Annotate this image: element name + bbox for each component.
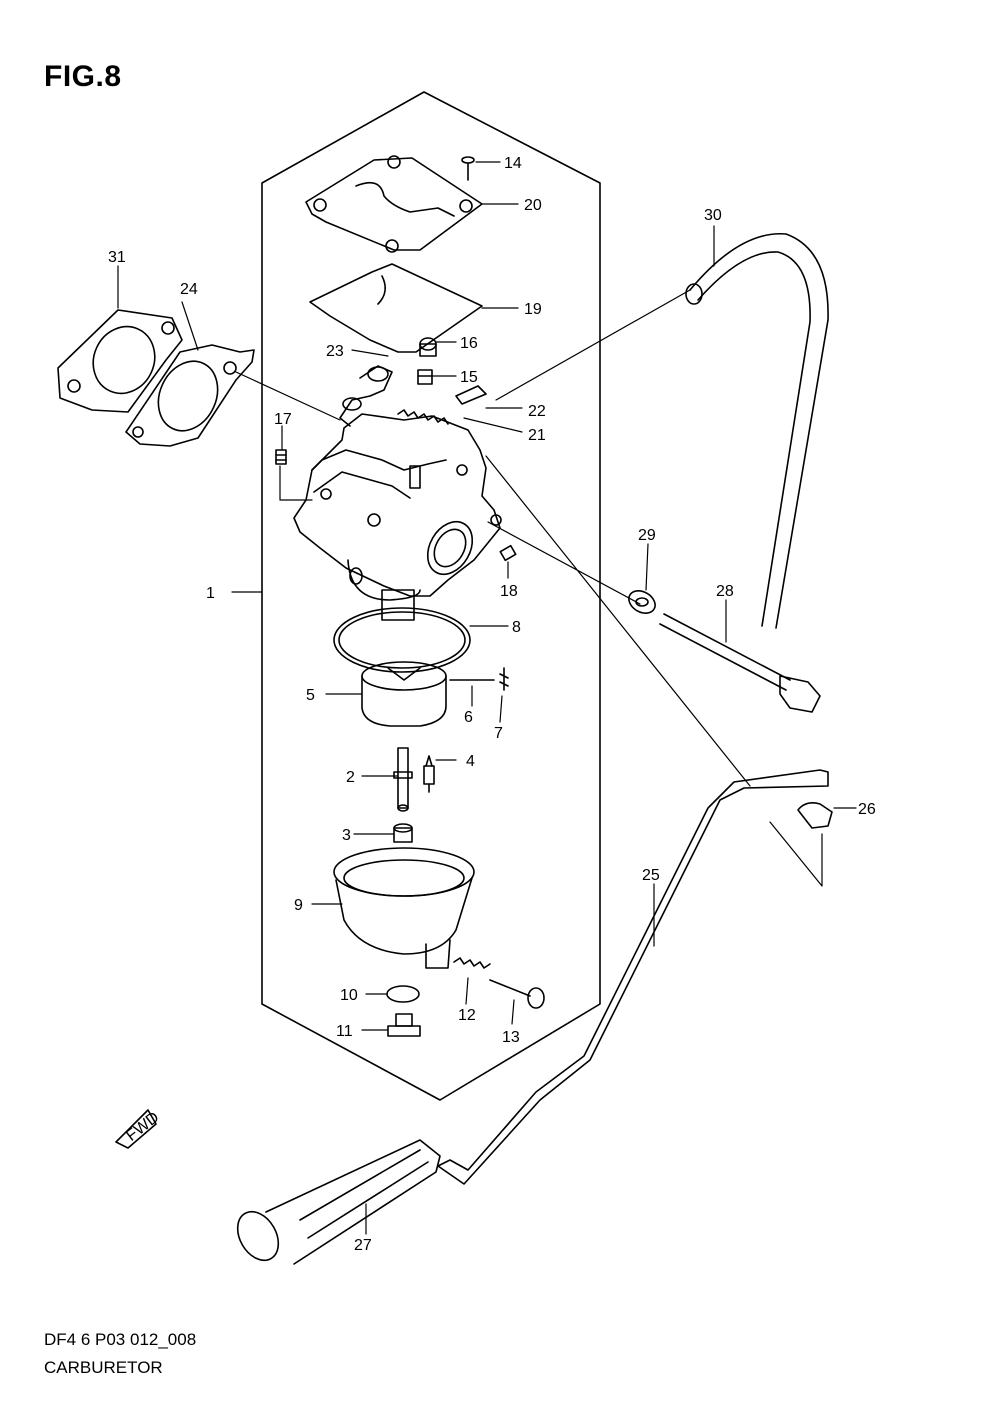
- drain-screw-13-drawing: [489, 979, 545, 1009]
- washer-29-drawing: [628, 590, 656, 614]
- pilot-screw-22-drawing: [455, 385, 487, 405]
- diagram-name: CARBURETOR: [44, 1358, 163, 1377]
- screw-14-drawing: [461, 156, 475, 181]
- callout-15: 15: [460, 369, 478, 386]
- jet-18-drawing: [499, 544, 517, 562]
- jet-17-drawing: [275, 449, 287, 465]
- clip-26-drawing: [797, 802, 833, 829]
- carburetor-body-1-drawing: [293, 413, 502, 621]
- needle-valve-4-drawing: [423, 755, 435, 793]
- callout-12: 12: [458, 1007, 476, 1024]
- callout-6: 6: [464, 709, 473, 726]
- callout-24: 24: [180, 281, 198, 298]
- callout-26: 26: [858, 801, 876, 818]
- callout-18: 18: [500, 583, 518, 600]
- callout-10: 10: [340, 987, 358, 1004]
- callout-2: 2: [346, 769, 355, 786]
- float-chamber-9-drawing: [333, 847, 475, 969]
- callout-23: 23: [326, 343, 344, 360]
- fwd-arrow-icon: FWD: [115, 1109, 162, 1149]
- main-nozzle-2-drawing: [393, 747, 413, 812]
- callout-20: 20: [524, 197, 542, 214]
- callout-labels: 1 2 3 4 5 6 7 8 9 10 11 12 13 14 15 16 1…: [108, 155, 876, 1254]
- callout-30: 30: [704, 207, 722, 224]
- figure-title: FIG.8: [44, 60, 122, 93]
- diagram-code: DF4 6 P03 012_008: [44, 1330, 197, 1349]
- through-bolt-28-drawing: [659, 613, 821, 713]
- fuel-hose-30-drawing: [689, 233, 829, 629]
- o-ring-8-inner: [338, 611, 466, 669]
- callout-leaders: [117, 161, 857, 1235]
- screw-16-drawing: [419, 337, 437, 357]
- assembly-boundary: [261, 91, 601, 1101]
- choke-knob-27-drawing: [236, 1139, 441, 1265]
- callout-8: 8: [512, 619, 521, 636]
- spring-12-drawing: [453, 957, 491, 969]
- callout-5: 5: [306, 687, 315, 704]
- callout-27: 27: [354, 1237, 372, 1254]
- spring-21-drawing: [397, 409, 449, 425]
- gasket-24-drawing: [125, 344, 255, 447]
- leader-lines: [235, 289, 823, 887]
- screw-15-drawing: [417, 369, 433, 385]
- throttle-lever-23-drawing: [339, 365, 393, 427]
- callout-22: 22: [528, 403, 546, 420]
- drain-bolt-11-drawing: [387, 1013, 421, 1037]
- callout-29: 29: [638, 527, 656, 544]
- fuel-hose-30-end: [685, 283, 703, 305]
- clip-7-drawing: [499, 667, 509, 691]
- callout-21: 21: [528, 427, 546, 444]
- callout-14: 14: [504, 155, 522, 172]
- callout-3: 3: [342, 827, 351, 844]
- callout-19: 19: [524, 301, 542, 318]
- gasket-19-drawing: [309, 263, 483, 353]
- callout-31: 31: [108, 249, 126, 266]
- callout-16: 16: [460, 335, 478, 352]
- callout-13: 13: [502, 1029, 520, 1046]
- gasket-31-drawing: [57, 309, 183, 413]
- float-5-drawing: [361, 661, 447, 727]
- cover-plate-20-drawing: [305, 155, 483, 253]
- callout-7: 7: [494, 725, 503, 742]
- callout-11: 11: [336, 1023, 353, 1040]
- washer-10-drawing: [386, 985, 420, 1003]
- choke-rod-25-drawing: [437, 769, 829, 1185]
- callout-9: 9: [294, 897, 303, 914]
- o-ring-8-drawing: [333, 607, 471, 673]
- callout-25: 25: [642, 867, 660, 884]
- main-jet-3-drawing: [393, 823, 413, 843]
- callout-4: 4: [466, 753, 475, 770]
- callout-17: 17: [274, 411, 292, 428]
- callout-28: 28: [716, 583, 734, 600]
- callout-1: 1: [206, 585, 215, 602]
